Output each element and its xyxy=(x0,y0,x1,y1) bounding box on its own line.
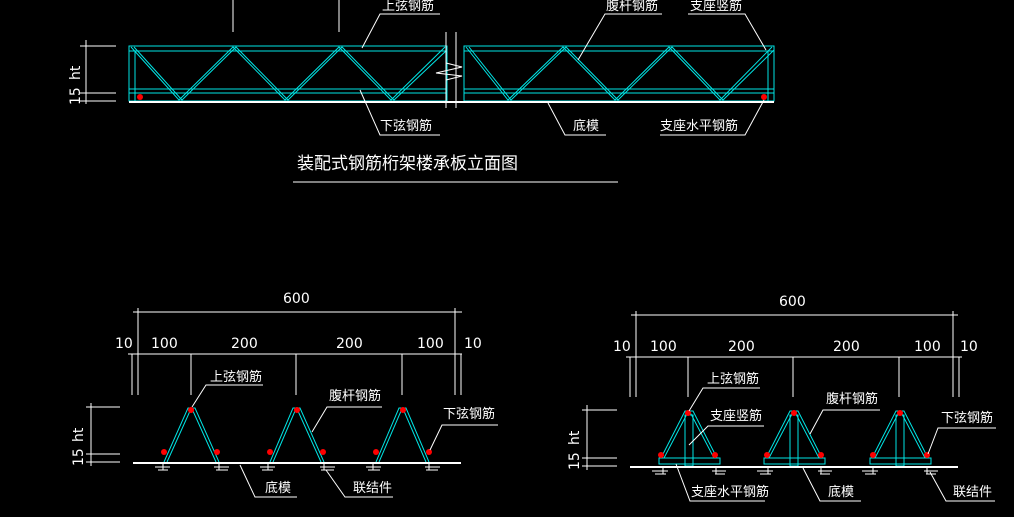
rebar-markers xyxy=(161,407,432,455)
label-formwork: 底模 xyxy=(828,484,854,500)
label-top-chord: 上弦钢筋 xyxy=(210,369,262,385)
label-connector: 联结件 xyxy=(953,485,992,500)
ht-dim-label: ht xyxy=(68,65,84,80)
dim-part: 10 xyxy=(613,339,631,355)
label-support-horizontal: 支座水平钢筋 xyxy=(691,484,769,500)
truss-section-with-support xyxy=(658,410,932,467)
label-top-chord: 上弦钢筋 xyxy=(382,0,434,14)
cover-dim-label: 15 xyxy=(68,87,84,105)
label-web-rebar: 腹杆钢筋 xyxy=(826,391,878,407)
dim-part: 200 xyxy=(336,336,363,352)
dim-part: 100 xyxy=(650,339,677,355)
dim-part: 10 xyxy=(115,336,133,352)
dim-part: 100 xyxy=(914,339,941,355)
label-support-horizontal: 支座水平钢筋 xyxy=(660,118,738,134)
drawing-title: 装配式钢筋桁架楼承板立面图 xyxy=(297,154,518,174)
connectors xyxy=(155,463,440,471)
dim-part: 200 xyxy=(728,339,755,355)
label-bottom-chord: 下弦钢筋 xyxy=(380,118,432,134)
rebar-markers xyxy=(658,410,930,458)
cover-dim-label: 15 xyxy=(71,448,87,466)
cover-dim-label: 15 xyxy=(567,452,583,470)
label-bottom-chord: 下弦钢筋 xyxy=(443,406,495,422)
label-web-rebar: 腹杆钢筋 xyxy=(329,388,381,404)
label-support-vertical: 支座竖筋 xyxy=(690,0,742,14)
dim-part: 100 xyxy=(417,336,444,352)
label-web-rebar: 腹杆钢筋 xyxy=(606,0,658,14)
bottom-chord-marker xyxy=(137,94,143,100)
dim-part: 200 xyxy=(833,339,860,355)
elevation-height-dimension: ht 15 xyxy=(68,40,116,105)
dim-part: 100 xyxy=(151,336,178,352)
dim-part: 200 xyxy=(231,336,258,352)
connectors xyxy=(652,467,938,475)
web-rebar xyxy=(130,46,446,101)
ht-dim-label: ht xyxy=(567,430,583,445)
label-connector: 联结件 xyxy=(353,481,392,496)
truss-elevation xyxy=(128,32,775,108)
elevation-view: ht 15 xyxy=(68,0,775,183)
dim-part: 10 xyxy=(960,339,978,355)
section-left: 600 10 100 200 200 100 10 ht 15 xyxy=(71,291,498,498)
section-right: 600 10 100 200 200 100 10 ht 15 xyxy=(567,294,996,502)
truss-section xyxy=(163,407,430,463)
label-support-vertical: 支座竖筋 xyxy=(710,408,762,424)
dim-part: 10 xyxy=(464,336,482,352)
bottom-chord-marker xyxy=(761,94,767,100)
label-formwork: 底模 xyxy=(573,118,599,134)
break-line xyxy=(435,32,463,108)
dim-total: 600 xyxy=(283,291,310,307)
dim-total: 600 xyxy=(779,294,806,310)
label-bottom-chord: 下弦钢筋 xyxy=(941,410,993,426)
ht-dim-label: ht xyxy=(71,427,87,442)
web-rebar xyxy=(465,46,773,101)
label-top-chord: 上弦钢筋 xyxy=(707,371,759,387)
label-formwork: 底模 xyxy=(265,480,291,496)
